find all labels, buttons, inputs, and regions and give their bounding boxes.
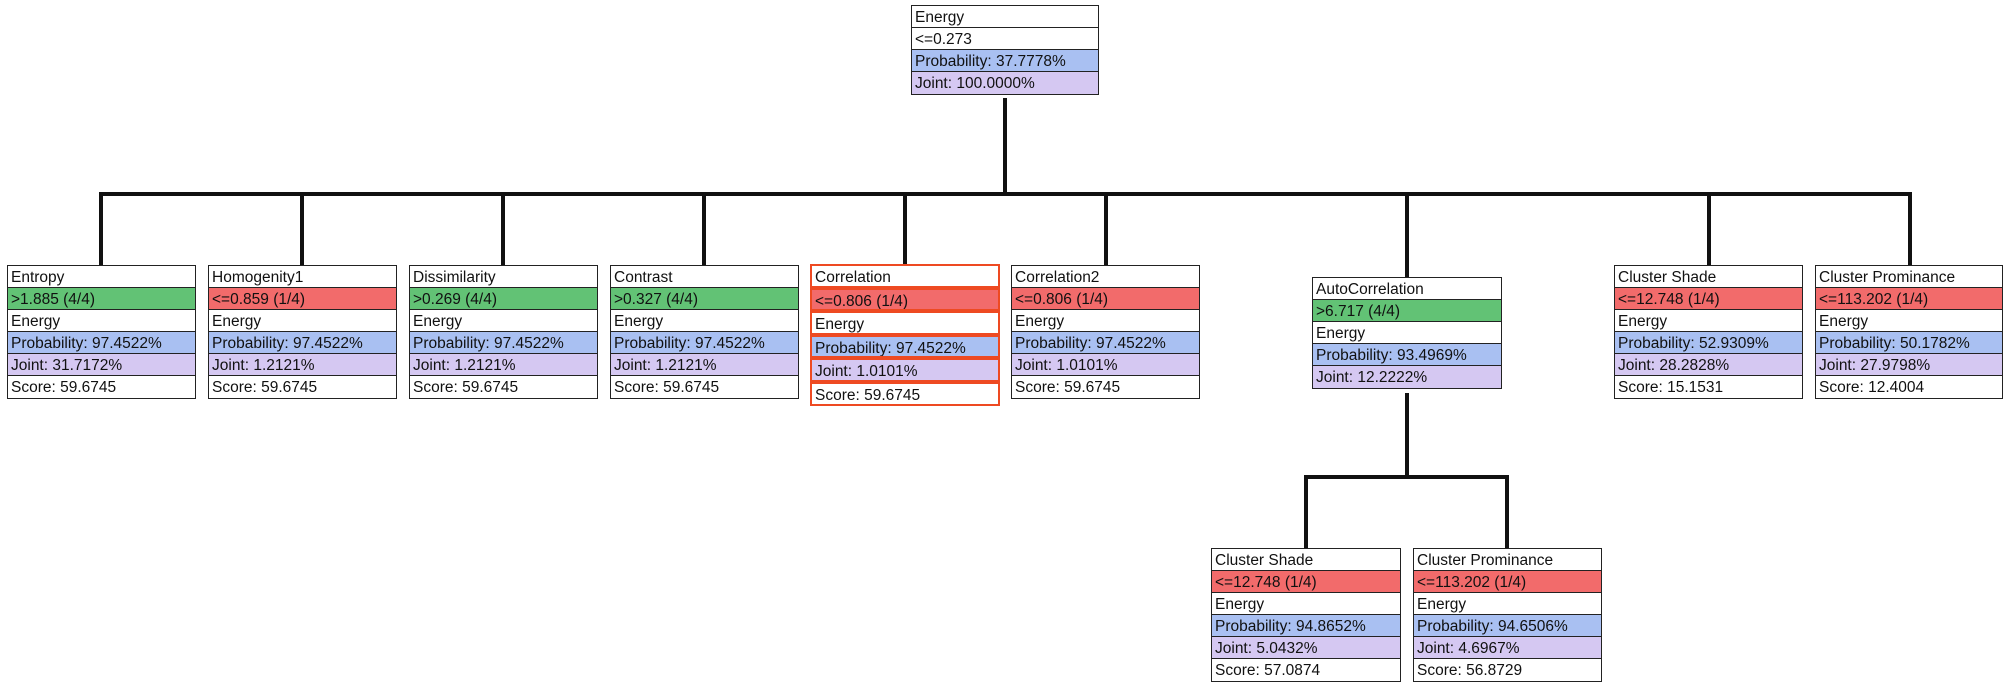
node-split: >1.885 (4/4) [7,287,196,311]
node-probability: Probability: 97.4522% [1011,331,1200,355]
node-split: <=113.202 (1/4) [1413,570,1602,594]
node-probability: Probability: 97.4522% [610,331,799,355]
node-joint: Joint: 1.2121% [409,353,598,377]
tree-node-gc-cluster-shade[interactable]: Cluster Shade <=12.748 (1/4) Energy Prob… [1211,548,1401,683]
node-title: Entropy [7,265,196,289]
node-target: Energy [409,309,598,333]
tree-node-autocorrelation[interactable]: AutoCorrelation >6.717 (4/4) Energy Prob… [1312,277,1502,389]
node-joint: Joint: 1.2121% [208,353,397,377]
tree-node-correlation-selected[interactable]: Correlation <=0.806 (1/4) Energy Probabi… [810,264,1000,406]
node-score: Score: 15.1531 [1614,375,1803,400]
node-title: Homogenity1 [208,265,397,289]
node-target: Energy [1011,309,1200,333]
tree-node-root[interactable]: Energy <=0.273 Probability: 37.7778% Joi… [911,5,1099,95]
node-joint: Joint: 1.0101% [810,358,1000,382]
node-target: Energy [1211,592,1401,616]
node-target: Energy [1815,309,2003,333]
tree-node-entropy[interactable]: Entropy >1.885 (4/4) Energy Probability:… [7,265,196,400]
tree-node-gc-cluster-prominance[interactable]: Cluster Prominance <=113.202 (1/4) Energ… [1413,548,1602,683]
node-score: Score: 59.6745 [610,375,799,400]
node-target: Energy [1413,592,1602,616]
node-split: <=113.202 (1/4) [1815,287,2003,311]
node-joint: Joint: 27.9798% [1815,353,2003,377]
node-split: <=0.806 (1/4) [1011,287,1200,311]
node-score: Score: 12.4004 [1815,375,2003,400]
tree-node-cluster-prominance[interactable]: Cluster Prominance <=113.202 (1/4) Energ… [1815,265,2003,400]
node-title: Contrast [610,265,799,289]
node-score: Score: 59.6745 [409,375,598,400]
node-title: Cluster Shade [1211,548,1401,572]
node-joint: Joint: 1.2121% [610,353,799,377]
tree-node-contrast[interactable]: Contrast >0.327 (4/4) Energy Probability… [610,265,799,400]
node-joint: Joint: 1.0101% [1011,353,1200,377]
node-title: Cluster Prominance [1413,548,1602,572]
node-probability: Probability: 97.4522% [7,331,196,355]
node-target: Energy [208,309,397,333]
node-probability: Probability: 97.4522% [810,334,1000,359]
node-joint: Joint: 4.6967% [1413,636,1602,660]
node-split: <=0.859 (1/4) [208,287,397,311]
node-probability: Probability: 93.4969% [1312,343,1502,367]
node-joint: Joint: 28.2828% [1614,353,1803,377]
node-probability: Probability: 37.7778% [911,49,1099,73]
node-target: Energy [7,309,196,333]
node-score: Score: 56.8729 [1413,658,1602,683]
node-split: <=0.806 (1/4) [810,287,1000,312]
node-target: Energy [1614,309,1803,333]
node-title: Cluster Shade [1614,265,1803,289]
node-joint: Joint: 12.2222% [1312,365,1502,389]
tree-node-dissimilarity[interactable]: Dissimilarity >0.269 (4/4) Energy Probab… [409,265,598,400]
node-split: >0.269 (4/4) [409,287,598,311]
node-title: Energy [911,5,1099,29]
node-target: Energy [810,311,1000,335]
node-title: Correlation [810,264,1000,288]
node-split: <=12.748 (1/4) [1614,287,1803,311]
node-score: Score: 57.0874 [1211,658,1401,683]
tree-node-cluster-shade[interactable]: Cluster Shade <=12.748 (1/4) Energy Prob… [1614,265,1803,400]
node-score: Score: 59.6745 [810,381,1000,406]
node-split: <=12.748 (1/4) [1211,570,1401,594]
node-score: Score: 59.6745 [7,375,196,400]
node-joint: Joint: 5.0432% [1211,636,1401,660]
node-probability: Probability: 94.8652% [1211,614,1401,638]
node-title: AutoCorrelation [1312,277,1502,301]
node-target: Energy [610,309,799,333]
node-joint: Joint: 100.0000% [911,71,1099,95]
node-probability: Probability: 52.9309% [1614,331,1803,355]
node-probability: Probability: 94.6506% [1413,614,1602,638]
node-score: Score: 59.6745 [208,375,397,400]
node-target: Energy [1312,321,1502,345]
node-title: Correlation2 [1011,265,1200,289]
node-score: Score: 59.6745 [1011,375,1200,400]
node-condition: <=0.273 [911,27,1099,51]
node-split: >6.717 (4/4) [1312,299,1502,323]
node-title: Dissimilarity [409,265,598,289]
node-probability: Probability: 97.4522% [208,331,397,355]
node-split: >0.327 (4/4) [610,287,799,311]
tree-node-homogenity1[interactable]: Homogenity1 <=0.859 (1/4) Energy Probabi… [208,265,397,400]
node-title: Cluster Prominance [1815,265,2003,289]
node-probability: Probability: 97.4522% [409,331,598,355]
node-probability: Probability: 50.1782% [1815,331,2003,355]
tree-node-correlation2[interactable]: Correlation2 <=0.806 (1/4) Energy Probab… [1011,265,1200,400]
node-joint: Joint: 31.7172% [7,353,196,377]
